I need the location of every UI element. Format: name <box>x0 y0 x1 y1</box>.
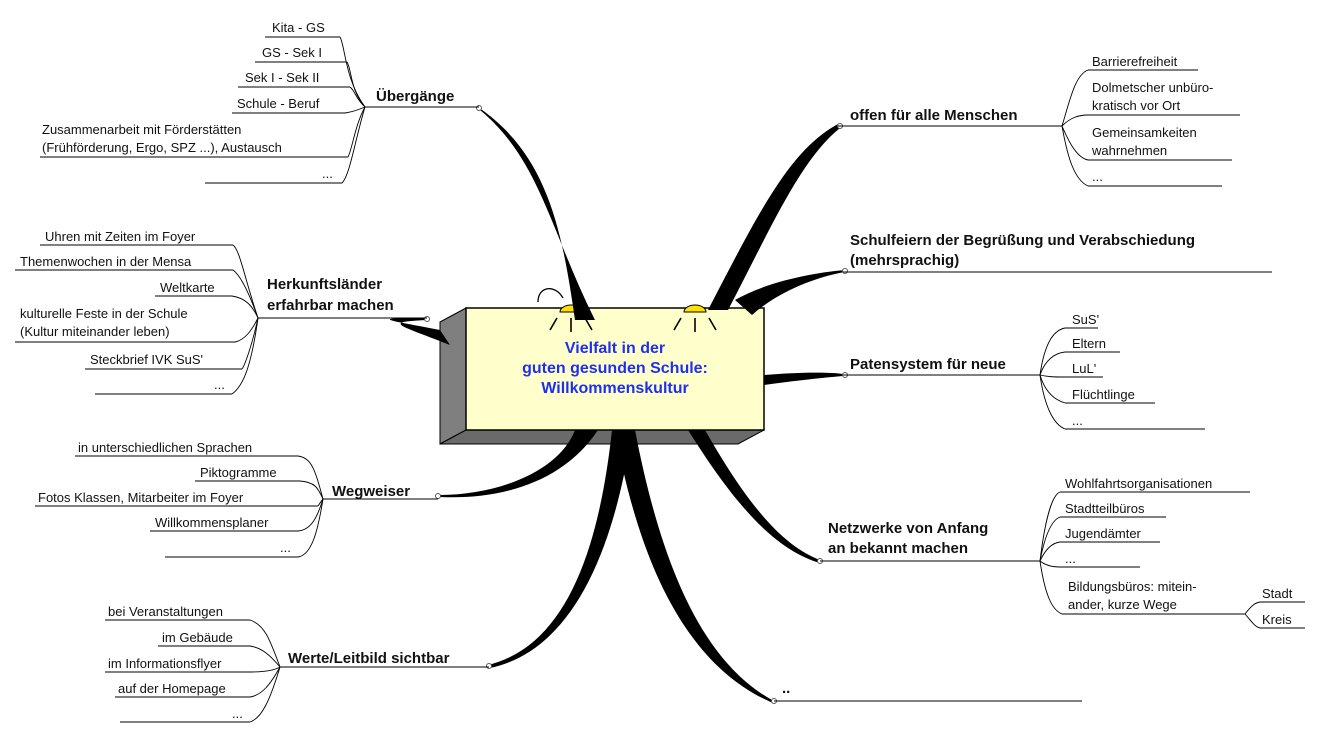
leaf-item[interactable]: Zusammenarbeit mit Förderstätten <box>42 122 242 137</box>
central-box <box>439 307 765 445</box>
leaf-item[interactable]: Barrierefreiheit <box>1092 54 1178 69</box>
leaf-item[interactable]: Schule - Beruf <box>237 96 320 111</box>
leaf-item[interactable]: kratisch vor Ort <box>1092 98 1181 113</box>
branch-herkunft[interactable]: erfahrbar machen <box>267 297 394 314</box>
branch-paten[interactable]: Patensystem für neue <box>850 356 1006 373</box>
branch-netzwerke[interactable]: Netzwerke von Anfang <box>828 520 989 537</box>
leaf-item[interactable]: (Kultur miteinander leben) <box>20 324 170 339</box>
central-topic-line: Willkommenskultur <box>541 380 689 397</box>
leaf-item[interactable]: ... <box>1072 413 1083 428</box>
leaf-item[interactable]: ander, kurze Wege <box>1068 597 1177 612</box>
lamp-icon <box>673 304 717 332</box>
leaf-item[interactable]: ... <box>214 377 225 392</box>
leaf-item[interactable]: ... <box>280 540 291 555</box>
leaf-item[interactable]: Themenwochen in der Mensa <box>20 254 192 269</box>
leaf-item[interactable]: Dolmetscher unbüro- <box>1092 80 1214 95</box>
branch-connectors <box>389 107 845 703</box>
leaf-item[interactable]: ... <box>1065 551 1076 566</box>
branch-underlines <box>258 106 1272 702</box>
leaf-lines <box>15 36 366 723</box>
branch-schulfeiern[interactable]: Schulfeiern der Begrüßung und Verabschie… <box>850 232 1196 249</box>
branch-more[interactable]: .. <box>782 680 791 697</box>
leaf-item[interactable]: im Gebäude <box>162 630 233 645</box>
leaf-item[interactable]: Gemeinsamkeiten <box>1092 125 1197 140</box>
central-topic-line: Vielfalt in der <box>564 340 666 357</box>
leaf-item[interactable]: Kreis <box>1262 612 1292 627</box>
branch-offen[interactable]: offen für alle Menschen <box>850 107 1018 124</box>
leaf-item[interactable]: im Informationsflyer <box>108 656 222 671</box>
leaf-item[interactable]: Steckbrief IVK SuS' <box>90 352 204 367</box>
leaf-item[interactable]: Fotos Klassen, Mitarbeiter im Foyer <box>38 490 244 505</box>
leaf-item[interactable]: bei Veranstaltungen <box>108 604 223 619</box>
leaf-item[interactable]: LuL' <box>1072 361 1097 376</box>
leaf-item[interactable]: wahrnehmen <box>1092 143 1168 158</box>
leaf-item[interactable]: in unterschiedlichen Sprachen <box>78 440 253 455</box>
leaf-item[interactable]: kulturelle Feste in der Schule <box>20 306 188 321</box>
leaf-item[interactable]: GS - Sek I <box>262 45 322 60</box>
leaf-item[interactable]: Weltkarte <box>160 280 215 295</box>
leaf-item[interactable]: Uhren mit Zeiten im Foyer <box>45 229 196 244</box>
central-topic[interactable]: Vielfalt in der guten gesunden Schule: W… <box>466 308 764 430</box>
leaf-item[interactable]: Kita - GS <box>272 20 325 35</box>
branch-netzwerke[interactable]: an bekannt machen <box>828 540 969 557</box>
branch-herkunft[interactable]: Herkunftsländer <box>267 276 383 293</box>
central-topic-line: guten gesunden Schule: <box>522 360 708 377</box>
leaf-lines-right <box>1039 69 1305 629</box>
branch-wegweiser[interactable]: Wegweiser <box>332 483 411 500</box>
leaf-item[interactable]: Jugendämter <box>1065 526 1141 541</box>
leaf-item[interactable]: Wohlfahrtsorganisationen <box>1065 476 1213 491</box>
leaf-item[interactable]: ... <box>322 166 333 181</box>
leaf-item[interactable]: (Frühförderung, Ergo, SPZ ...), Austausc… <box>42 140 282 155</box>
leaf-item[interactable]: Stadtteilbüros <box>1065 501 1145 516</box>
leaf-item[interactable]: Sek I - Sek II <box>245 70 320 85</box>
leaf-item[interactable]: Flüchtlinge <box>1072 387 1135 402</box>
leaf-item[interactable]: auf der Homepage <box>118 681 226 696</box>
branch-werte[interactable]: Werte/Leitbild sichtbar <box>288 650 450 667</box>
leaf-item[interactable]: ... <box>232 706 243 721</box>
leaf-item[interactable]: Eltern <box>1072 336 1106 351</box>
leaf-item[interactable]: Piktogramme <box>200 465 277 480</box>
branch-schulfeiern[interactable]: (mehrsprachig) <box>850 252 960 269</box>
leaf-item[interactable]: SuS' <box>1072 312 1100 327</box>
leaf-item[interactable]: ... <box>1092 169 1103 184</box>
leaf-item[interactable]: Bildungsbüros: mitein- <box>1068 579 1197 594</box>
leaf-item[interactable]: Stadt <box>1262 586 1293 601</box>
leaf-item[interactable]: Willkommensplaner <box>155 515 269 530</box>
branch-uebergaenge[interactable]: Übergänge <box>376 88 455 105</box>
